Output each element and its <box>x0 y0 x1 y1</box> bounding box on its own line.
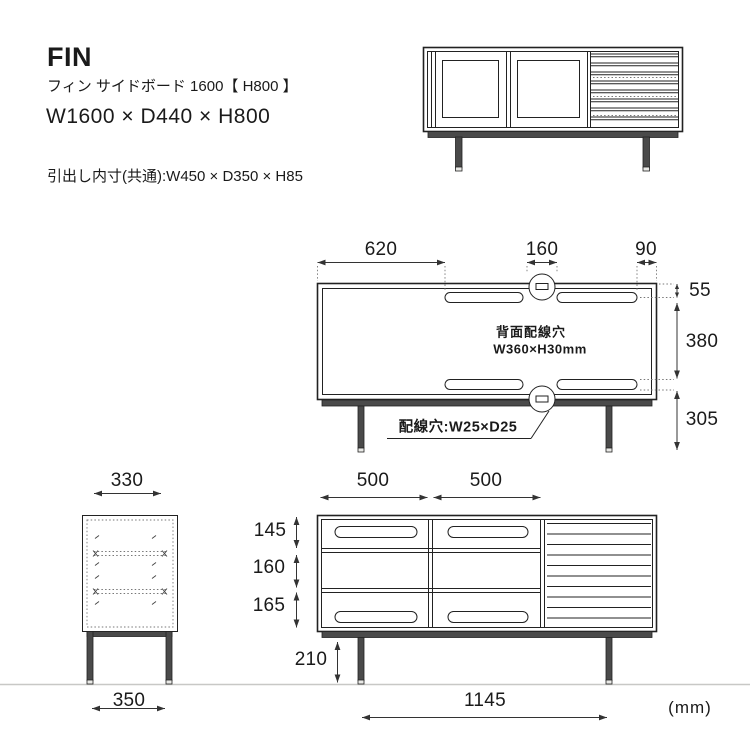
vent-slot <box>444 292 524 303</box>
front-view-dimension-lines <box>293 494 607 721</box>
leg-foot <box>357 447 365 453</box>
leg-stretcher <box>321 631 653 638</box>
overall-dimensions: W1600 × D440 × H800 <box>46 105 271 128</box>
dim-label-500-left: 500 <box>356 470 390 491</box>
leg <box>357 637 365 681</box>
drawer-handle-slot <box>447 526 529 538</box>
dim-label-55: 55 <box>689 280 711 301</box>
dim-label-210: 210 <box>294 649 328 670</box>
leg-foot <box>86 679 94 685</box>
leg <box>642 136 650 169</box>
drawer-handle-slot <box>334 611 418 623</box>
louver-slats-elevation <box>590 53 679 121</box>
front-view-drawing <box>316 514 658 685</box>
dim-label-160: 160 <box>525 239 559 260</box>
vent-slot <box>444 379 524 390</box>
dim-label-620: 620 <box>364 239 398 260</box>
units-label: (mm) <box>668 698 712 717</box>
fastener-marks <box>92 535 168 605</box>
leg-stretcher <box>427 131 679 138</box>
sliding-door-right <box>517 60 580 118</box>
leg <box>165 631 173 681</box>
dim-label-350: 350 <box>112 690 146 711</box>
dim-label-305: 305 <box>685 409 719 430</box>
dim-label-160-front: 160 <box>252 557 286 578</box>
leg-foot <box>357 679 365 685</box>
dim-label-90: 90 <box>635 239 657 260</box>
leg-foot <box>455 166 463 172</box>
drawer-inner-dimensions-note: 引出し内寸(共通):W450 × D350 × H85 <box>47 168 303 185</box>
leg <box>605 405 613 449</box>
leg <box>605 637 613 681</box>
drawer-handle-slot <box>334 526 418 538</box>
dim-label-1145: 1145 <box>463 690 507 711</box>
dim-label-380: 380 <box>685 331 719 352</box>
rear-wiring-hole-title: 背面配線穴 <box>495 324 567 340</box>
product-elevation-drawing <box>422 46 684 172</box>
leg-stretcher <box>86 631 173 637</box>
product-subtitle: フィン サイドボード 1600【 H800 】 <box>47 78 298 95</box>
leg-foot <box>605 679 613 685</box>
vent-slot <box>556 379 638 390</box>
leg-foot <box>642 166 650 172</box>
side-view-drawing <box>82 490 178 712</box>
dim-label-145: 145 <box>253 520 287 541</box>
rear-wiring-hole-size: W360×H30mm <box>493 341 587 357</box>
bottom-wiring-hole-label: 配線穴:W25×D25 <box>398 419 518 436</box>
callout-leader-line <box>530 410 550 439</box>
rear-view-dimension-lines <box>317 259 680 450</box>
leg-stretcher <box>321 399 653 407</box>
dim-label-330: 330 <box>110 470 144 491</box>
leg <box>357 405 365 449</box>
product-name: FIN <box>47 42 92 72</box>
louver-slats-front <box>547 523 651 619</box>
vent-slot <box>556 292 638 303</box>
dim-label-165: 165 <box>252 595 286 616</box>
leg-foot <box>165 679 173 685</box>
sliding-door-left <box>442 60 499 118</box>
leg <box>455 136 463 169</box>
drawer-handle-slot <box>447 611 529 623</box>
rear-view-drawing <box>316 273 658 453</box>
dim-label-500-right: 500 <box>469 470 503 491</box>
leg <box>86 631 94 681</box>
leg-foot <box>605 447 613 453</box>
